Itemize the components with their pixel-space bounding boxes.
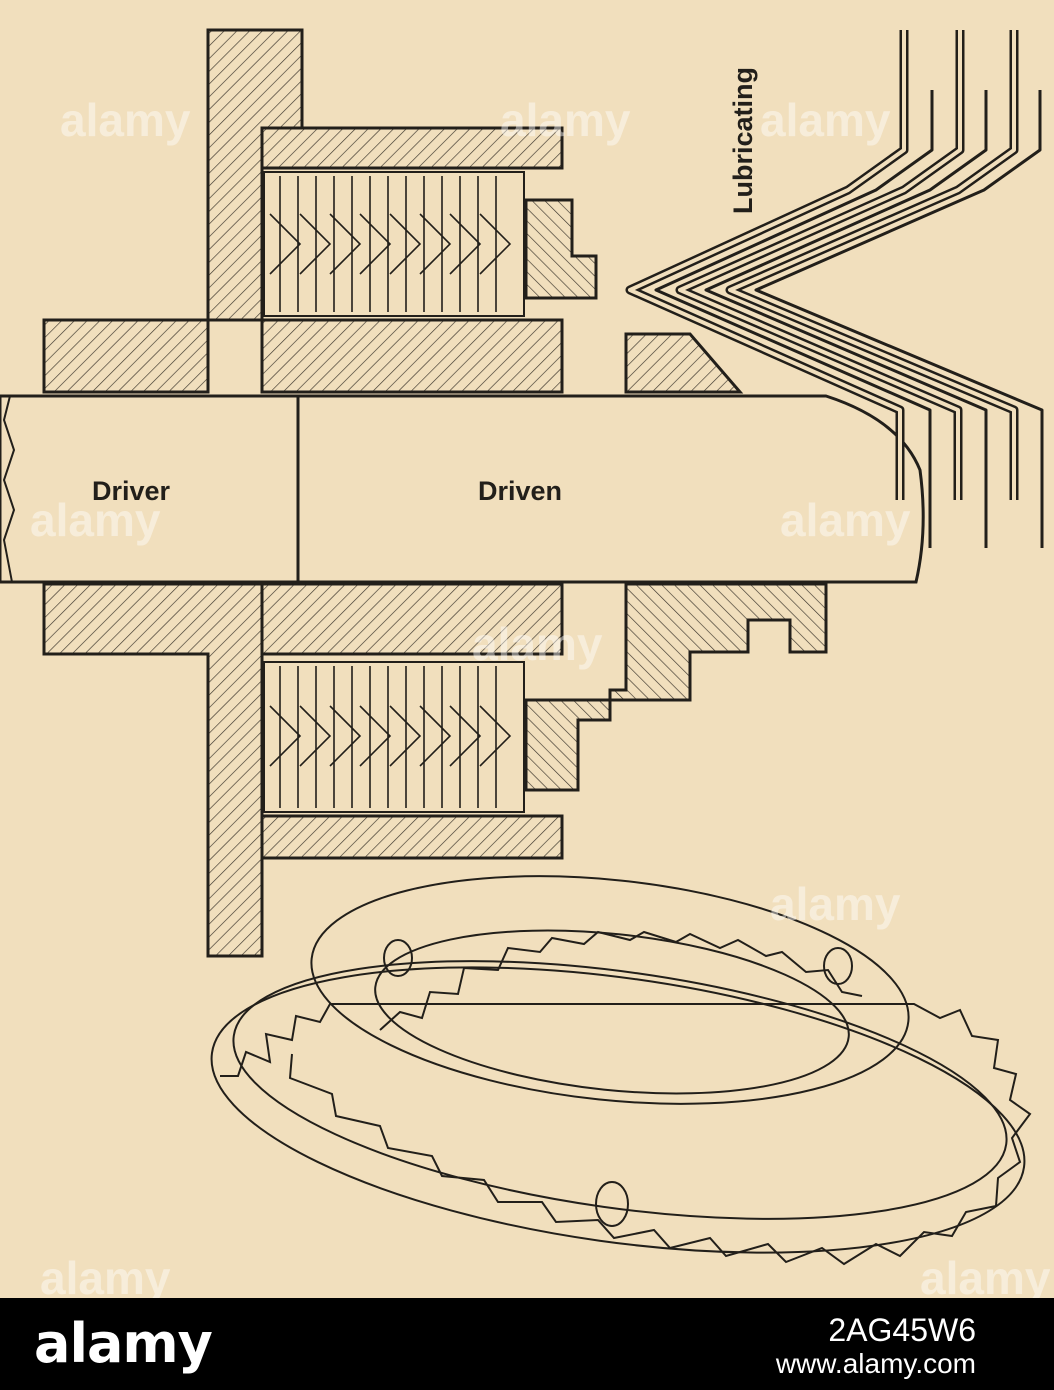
- clutch-drawing: Driver Driven Lubricating alamy alamy al…: [0, 28, 1051, 1298]
- lubricating-label: Lubricating: [728, 67, 758, 214]
- watermark-text: alamy: [760, 94, 891, 146]
- diagram-figure: Driver Driven Lubricating alamy alamy al…: [0, 0, 1054, 1298]
- driven-label: Driven: [478, 476, 562, 506]
- watermark-text: alamy: [920, 1252, 1051, 1298]
- upper-thrust-collar: [624, 332, 744, 394]
- ring-top-face: [310, 875, 910, 1105]
- ring-body: [232, 960, 1008, 1220]
- shaft-body: [0, 394, 925, 584]
- image-id: 2AG45W6: [828, 1312, 976, 1348]
- ring-hole-right: [823, 947, 853, 985]
- ring-outer-teeth: [220, 1003, 1032, 1266]
- stock-footer: alamy 2AG45W6 www.alamy.com: [0, 1298, 1054, 1390]
- watermark-text: alamy: [500, 94, 631, 146]
- lower-driver-flange: [42, 582, 264, 958]
- shaft-break-line: [2, 395, 16, 583]
- lower-outer-drum: [260, 814, 564, 860]
- watermark-text: alamy: [472, 618, 603, 670]
- upper-outer-drum: [260, 126, 564, 170]
- watermark-text: alamy: [40, 1252, 171, 1298]
- ring-hole-front: [595, 1181, 629, 1227]
- watermark-text: alamy: [60, 94, 191, 146]
- driver-label: Driver: [92, 476, 171, 506]
- upper-plate-stack: [263, 171, 525, 317]
- watermark-text: alamy: [30, 494, 161, 546]
- ring-inner-bore: [374, 929, 850, 1095]
- watermark-layer: alamy alamy alamy alamy alamy alamy alam…: [30, 94, 1051, 1298]
- lower-plate-stack: [263, 661, 525, 813]
- upper-pressure-block: [524, 198, 598, 300]
- upper-driven-hub: [260, 318, 564, 394]
- watermark-text: alamy: [770, 878, 901, 930]
- ring-inner-notches: [379, 930, 863, 1031]
- ring-hole-left: [383, 939, 413, 977]
- lubricating-pipes: [625, 30, 1044, 548]
- site-url: www.alamy.com: [775, 1348, 976, 1379]
- watermark-text: alamy: [780, 494, 911, 546]
- alamy-logo: alamy: [34, 1312, 213, 1375]
- ring-illustration: [210, 875, 1032, 1266]
- lower-stepped-collar: [524, 582, 828, 792]
- ring-outer-rim: [210, 966, 1026, 1254]
- shaft: [0, 394, 925, 584]
